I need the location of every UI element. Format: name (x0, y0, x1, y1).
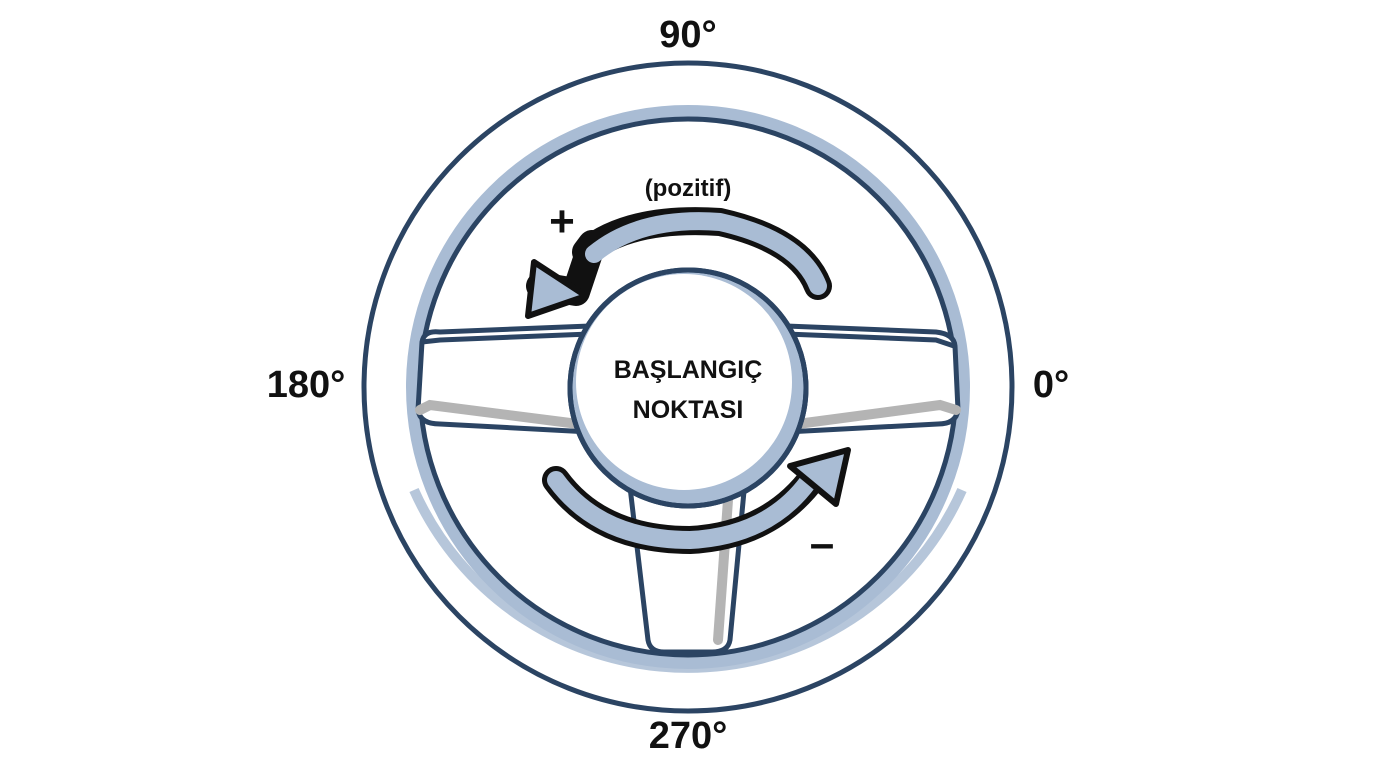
negative-rotation-arrow (542, 447, 851, 555)
angle-label-90: 90° (659, 14, 716, 56)
angle-label-180: 180° (267, 364, 346, 406)
positive-rotation-arrow (525, 207, 832, 319)
wheel-hub: BAŞLANGIÇ NOKTASI (567, 267, 809, 509)
hub-label-line2: NOKTASI (633, 396, 744, 424)
negative-sign: – (810, 519, 834, 568)
positive-caption: (pozitif) (645, 175, 732, 202)
hub-label-line1: BAŞLANGIÇ (614, 356, 763, 384)
positive-sign: + (549, 197, 575, 246)
angle-label-0: 0° (1033, 364, 1069, 406)
angle-label-270: 270° (649, 715, 728, 757)
